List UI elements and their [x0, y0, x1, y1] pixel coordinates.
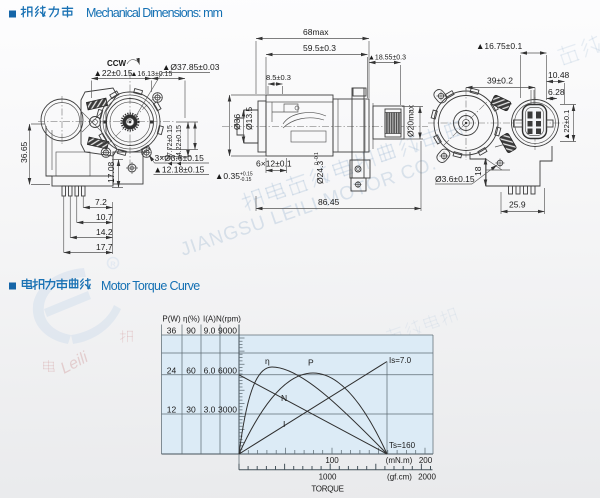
svg-text:3.0: 3.0: [204, 405, 216, 415]
svg-text:Mechanical Dimensions: mm: Mechanical Dimensions: mm: [86, 6, 223, 20]
svg-text:Ts=160: Ts=160: [389, 441, 416, 450]
svg-text:Ø20max: Ø20max: [406, 104, 416, 137]
svg-text:90: 90: [186, 326, 196, 336]
svg-text:Ø3.6±0.15: Ø3.6±0.15: [435, 174, 475, 184]
svg-text:▲22±0.1: ▲22±0.1: [562, 110, 571, 140]
svg-text:2000: 2000: [418, 473, 436, 482]
svg-text:I(A): I(A): [203, 315, 216, 324]
svg-text:68max: 68max: [303, 27, 329, 37]
svg-text:▲16.13±0.15: ▲16.13±0.15: [131, 71, 173, 78]
svg-text:6.28: 6.28: [548, 87, 565, 97]
svg-text:-0.15: -0.15: [240, 177, 252, 183]
svg-text:Leili: Leili: [58, 349, 92, 378]
svg-text:7.2: 7.2: [95, 197, 107, 207]
svg-text:Ø24.3: Ø24.3: [315, 161, 325, 184]
svg-text:(mN.m): (mN.m): [386, 456, 413, 465]
svg-text:▲Ø37.85±0.03: ▲Ø37.85±0.03: [162, 62, 220, 72]
svg-text:η: η: [265, 356, 270, 366]
svg-text:▲14.22±0.15: ▲14.22±0.15: [176, 125, 183, 167]
svg-text:86.45: 86.45: [318, 197, 340, 207]
svg-text:Ø13.5: Ø13.5: [244, 107, 254, 130]
svg-text:▲22±0.15: ▲22±0.15: [94, 68, 133, 78]
svg-text:TORQUE: TORQUE: [311, 485, 343, 494]
svg-text:I: I: [283, 419, 285, 429]
svg-text:6000: 6000: [218, 366, 237, 376]
svg-text:N: N: [281, 393, 287, 403]
svg-text:▲17.72±0.15: ▲17.72±0.15: [167, 125, 174, 167]
svg-text:▲0.35: ▲0.35: [215, 171, 240, 181]
svg-text:30: 30: [186, 405, 196, 415]
svg-text:1000: 1000: [319, 473, 337, 482]
svg-text:3×Ø3.6±0.15: 3×Ø3.6±0.15: [155, 153, 205, 163]
svg-text:59.5±0.3: 59.5±0.3: [303, 43, 336, 53]
svg-text:12: 12: [167, 405, 177, 415]
svg-text:▲12.18±0.15: ▲12.18±0.15: [154, 165, 205, 175]
svg-text:▲16.75±0.1: ▲16.75±0.1: [476, 41, 522, 51]
svg-text:▲18.55±0.3: ▲18.55±0.3: [368, 55, 406, 62]
svg-text:17.7: 17.7: [96, 242, 113, 252]
svg-text:9000: 9000: [218, 326, 237, 336]
svg-text:Ø36: Ø36: [232, 114, 242, 130]
svg-text:10.7: 10.7: [96, 212, 113, 222]
svg-text:CCW: CCW: [107, 59, 127, 68]
svg-text:Motor Torque Curve: Motor Torque Curve: [101, 279, 200, 293]
svg-text:36.65: 36.65: [19, 141, 29, 163]
svg-text:8.5±0.3: 8.5±0.3: [266, 73, 291, 82]
svg-text:R: R: [110, 260, 116, 269]
svg-text:25.9: 25.9: [509, 200, 526, 210]
svg-text:24: 24: [167, 366, 177, 376]
svg-text:η(%): η(%): [183, 315, 200, 324]
svg-text:6.0: 6.0: [204, 366, 216, 376]
svg-text:18: 18: [473, 166, 483, 176]
svg-text:P: P: [308, 358, 314, 368]
svg-text:N(rpm): N(rpm): [216, 315, 241, 324]
svg-text:36: 36: [167, 326, 177, 336]
svg-text:6×12±0.1: 6×12±0.1: [256, 159, 292, 169]
svg-text:100: 100: [325, 456, 339, 465]
svg-text:(gf.cm): (gf.cm): [387, 473, 412, 482]
svg-text:JIANGSU LEILI MOTOR CO.: JIANGSU LEILI MOTOR CO.: [178, 153, 440, 261]
svg-text:10.48: 10.48: [548, 70, 570, 80]
svg-text:17.08: 17.08: [106, 161, 116, 183]
svg-text:200: 200: [419, 456, 433, 465]
svg-text:9.0: 9.0: [204, 326, 216, 336]
svg-text:39±0.2: 39±0.2: [487, 76, 513, 86]
svg-text:P(W): P(W): [162, 315, 181, 324]
svg-text:3000: 3000: [218, 405, 237, 415]
svg-text:14.2: 14.2: [96, 227, 113, 237]
svg-text:+0.15: +0.15: [240, 172, 253, 178]
svg-text:60: 60: [186, 366, 196, 376]
svg-text:Is=7.0: Is=7.0: [389, 356, 412, 365]
svg-text:0 -0.1: 0 -0.1: [314, 152, 320, 165]
